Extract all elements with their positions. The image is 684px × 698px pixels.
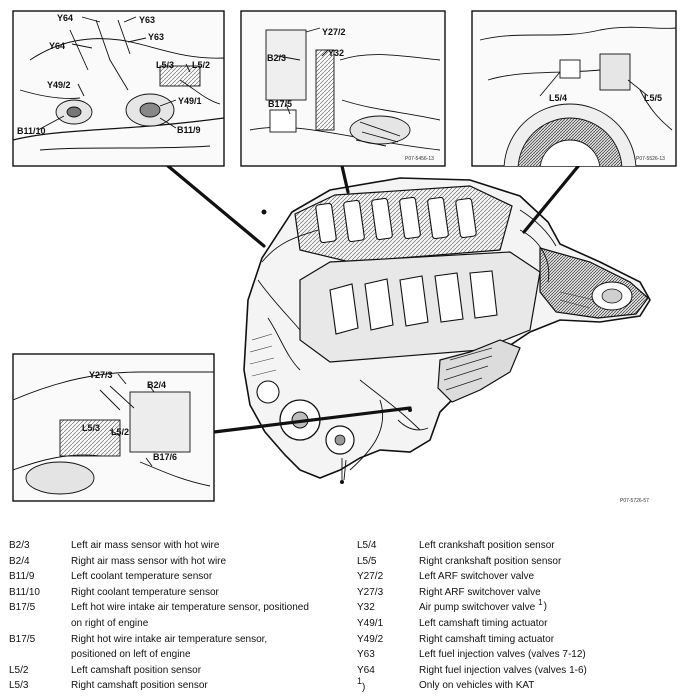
legend-code: L5/5 [357,555,377,567]
legend-code: L5/2 [9,664,29,676]
legend-text: Left camshaft timing actuator [419,617,548,629]
label-b2-4: B2/4 [147,380,166,390]
legend-text-continued: on right of engine [71,617,149,629]
label-l5-2-lower: L5/2 [111,427,129,437]
legend-text: Left fuel injection valves (valves 7-12) [419,649,586,661]
legend-item-b17-5-right: B17/5 Right hot wire intake air temperatu… [9,632,329,663]
legend-text: Right camshaft timing actuator [419,633,555,645]
legend-code: Y49/2 [357,633,384,645]
label-b17-6: B17/6 [153,452,177,462]
lower-left-inset: Y27/3 B2/4 L5/3 L5/2 B17/6 [12,353,215,502]
legend-code: B2/3 [9,540,30,551]
label-y64-b: Y64 [49,41,65,51]
legend-text-continued: positioned on left of engine [71,649,191,661]
legend-item-y64: Y64 Right fuel injection valves (valves 1… [357,663,679,679]
legend-item-b11-9: B11/9 Left coolant temperature sensor [9,569,329,585]
legend-text: Right crankshaft position sensor [419,555,562,567]
footnote-paren: ) [362,682,366,694]
legend-item-y49-1: Y49/1 Left camshaft timing actuator [357,616,679,632]
legend-text: Right coolant temperature sensor [71,586,219,598]
legend-item-b17-5-left: B17/5 Left hot wire intake air temperatur… [9,600,329,631]
label-y64-a: Y64 [57,13,73,23]
label-y27-3: Y27/3 [89,370,113,380]
legend-code: L5/3 [9,680,29,692]
legend-item-y27-2: Y27/2 Left ARF switchover valve [357,569,679,585]
footnote-marker: 1 [538,598,543,608]
legend-item-y63: Y63 Left fuel injection valves (valves 7-… [357,647,679,663]
legend-item-b11-10: B11/10 Right coolant temperature sensor [9,585,329,601]
legend-text: Right ARF switchover valve [419,586,541,598]
legend-code: Y49/1 [357,617,384,629]
main-figure-ref: P07-5726-57 [620,498,649,504]
label-l5-4: L5/4 [549,93,567,103]
legend-code: Y64 [357,664,375,676]
legend-code: Y63 [357,649,375,661]
label-b11-9: B11/9 [177,125,201,135]
footnote-paren: ) [543,601,547,613]
legend-text: Left ARF switchover valve [419,571,535,583]
legend-text: Right air mass sensor with hot wire [71,555,227,567]
legend-item-b2-4: B2/4 Right air mass sensor with hot wire [9,554,329,570]
label-y49-2: Y49/2 [47,80,71,90]
legend-text: Air pump switchover valve [419,602,536,614]
legend-item-footnote-1: 1)Only on vehicles with KAT [357,676,679,694]
leader-lines [166,162,582,434]
legend-code: Y32 [357,602,375,614]
legend-code: B2/4 [9,555,30,567]
legend-text: Left coolant temperature sensor [71,571,213,583]
legend-item-l5-2: L5/2 Left camshaft position sensor [9,663,329,679]
legend-code: L5/4 [357,540,377,551]
legend-item-l5-5: L5/5 Right crankshaft position sensor [357,554,679,570]
legend-text: Left air mass sensor with hot wire [71,540,220,551]
label-y27-2: Y27/2 [322,27,346,37]
footnote-code: 1) [357,676,417,694]
legend-item-l5-4: L5/4 Left crankshaft position sensor [357,538,679,554]
legend-right-column: L5/4 Left crankshaft position sensor L5/5… [357,538,679,694]
label-l5-3: L5/3 [156,60,174,70]
footnote-number: 1 [357,676,363,687]
legend-text: Only on vehicles with KAT [419,680,535,692]
label-y32: Y32 [328,48,344,58]
legend-item-l5-3: L5/3 Right camshaft position sensor [9,678,329,694]
engine-illustration: P07-5726-57 [243,177,651,504]
legend-text: Right fuel injection valves (valves 1-6) [419,664,587,676]
upper-right-ref: P07-5526-13 [636,156,665,162]
legend-code: Y27/3 [357,586,384,598]
legend-code: B17/5 [9,633,36,645]
legend-item-y49-2: Y49/2 Right camshaft timing actuator [357,632,679,648]
legend-code: Y27/2 [357,571,384,583]
legend-text: Left crankshaft position sensor [419,540,555,551]
legend-left-column: B2/3 Left air mass sensor with hot wire B… [9,538,329,694]
label-l5-5: L5/5 [644,93,662,103]
legend-text: Left hot wire intake air temperature sen… [71,602,309,614]
legend-code: B11/10 [9,586,40,598]
label-y63-b: Y63 [148,32,164,42]
label-b11-10: B11/10 [17,126,46,136]
legend-item-b2-3: B2/3 Left air mass sensor with hot wire [9,538,329,554]
legend-code: B11/9 [9,571,35,583]
label-b2-3: B2/3 [267,53,286,63]
upper-left-inset: Y64 Y63 Y64 Y63 L5/3 L5/2 Y49/2 Y49/1 B1… [12,10,225,167]
legend-text: Right hot wire intake air temperature se… [71,633,268,645]
legend-text: Left camshaft position sensor [71,664,202,676]
engine-diagram: P07-5726-57 [12,10,677,504]
legend-item-y27-3: Y27/3 Right ARF switchover valve [357,585,679,601]
upper-middle-ref: P07-5456-13 [405,156,434,162]
label-l5-3-lower: L5/3 [82,423,100,433]
label-l5-2: L5/2 [192,60,210,70]
legend-text: Right camshaft position sensor [71,680,208,692]
legend: B2/3 Left air mass sensor with hot wire B… [0,538,684,698]
label-b17-5: B17/5 [268,99,292,109]
upper-right-inset: L5/4 L5/5 P07-5526-13 [471,10,677,167]
upper-middle-inset: Y27/2 B2/3 Y32 B17/5 P07-5456-13 [240,10,446,167]
legend-code: B17/5 [9,602,36,614]
label-y49-1: Y49/1 [178,96,202,106]
label-y63-a: Y63 [139,15,155,25]
